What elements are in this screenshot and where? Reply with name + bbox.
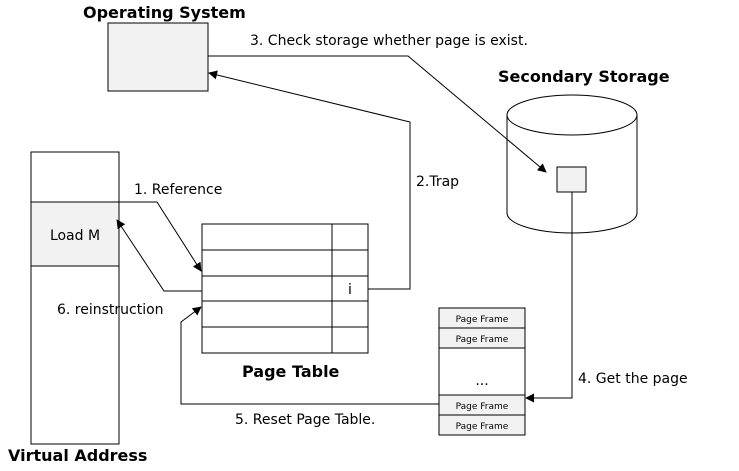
secondary-storage-block: Secondary Storage bbox=[498, 67, 670, 234]
os-box bbox=[107, 22, 209, 92]
arrow-get-page bbox=[525, 192, 573, 403]
operating-system-block: Operating System bbox=[83, 3, 246, 92]
page-frame-4-label: Page Frame bbox=[456, 422, 509, 432]
arrow-reinstruction bbox=[116, 219, 202, 292]
stored-page-box bbox=[556, 166, 587, 193]
storage-title: Secondary Storage bbox=[498, 67, 670, 86]
step-reference-label: 1. Reference bbox=[134, 182, 222, 198]
step-reset-label: 5. Reset Page Table. bbox=[235, 412, 375, 428]
os-title: Operating System bbox=[83, 3, 246, 22]
load-m-cell bbox=[30, 201, 120, 267]
virtual-address-title: Virtual Address bbox=[8, 446, 147, 465]
storage-cylinder-top bbox=[506, 94, 638, 136]
load-m-label: Load M bbox=[50, 228, 100, 244]
page-table-entry-marker: i bbox=[348, 282, 352, 298]
page-frames-ellipsis: ... bbox=[475, 373, 488, 389]
page-frame-1-label: Page Frame bbox=[456, 315, 509, 325]
page-frame-2-label: Page Frame bbox=[456, 335, 509, 345]
step-reinstruction-label: 6. reinstruction bbox=[57, 302, 164, 318]
arrow-reset-page-table bbox=[180, 306, 439, 405]
page-frames-block: Page Frame Page Frame ... Page Frame Pag… bbox=[438, 307, 526, 436]
virtual-address-column bbox=[30, 151, 120, 445]
page-table bbox=[201, 223, 369, 354]
step-check-label: 3. Check storage whether page is exist. bbox=[250, 33, 528, 49]
virtual-address-block: Load M Virtual Address bbox=[8, 151, 147, 465]
page-frame-4 bbox=[438, 414, 526, 436]
page-table-title: Page Table bbox=[242, 362, 340, 381]
page-frame-3-label: Page Frame bbox=[456, 402, 509, 412]
step-get-page-label: 4. Get the page bbox=[578, 371, 688, 387]
page-frame-2 bbox=[438, 327, 526, 349]
page-table-block: i Page Table bbox=[201, 223, 369, 381]
step-trap-label: 2.Trap bbox=[416, 174, 459, 190]
arrow-reference bbox=[119, 201, 202, 272]
arrow-check-storage bbox=[208, 55, 547, 173]
arrow-trap bbox=[208, 70, 411, 290]
